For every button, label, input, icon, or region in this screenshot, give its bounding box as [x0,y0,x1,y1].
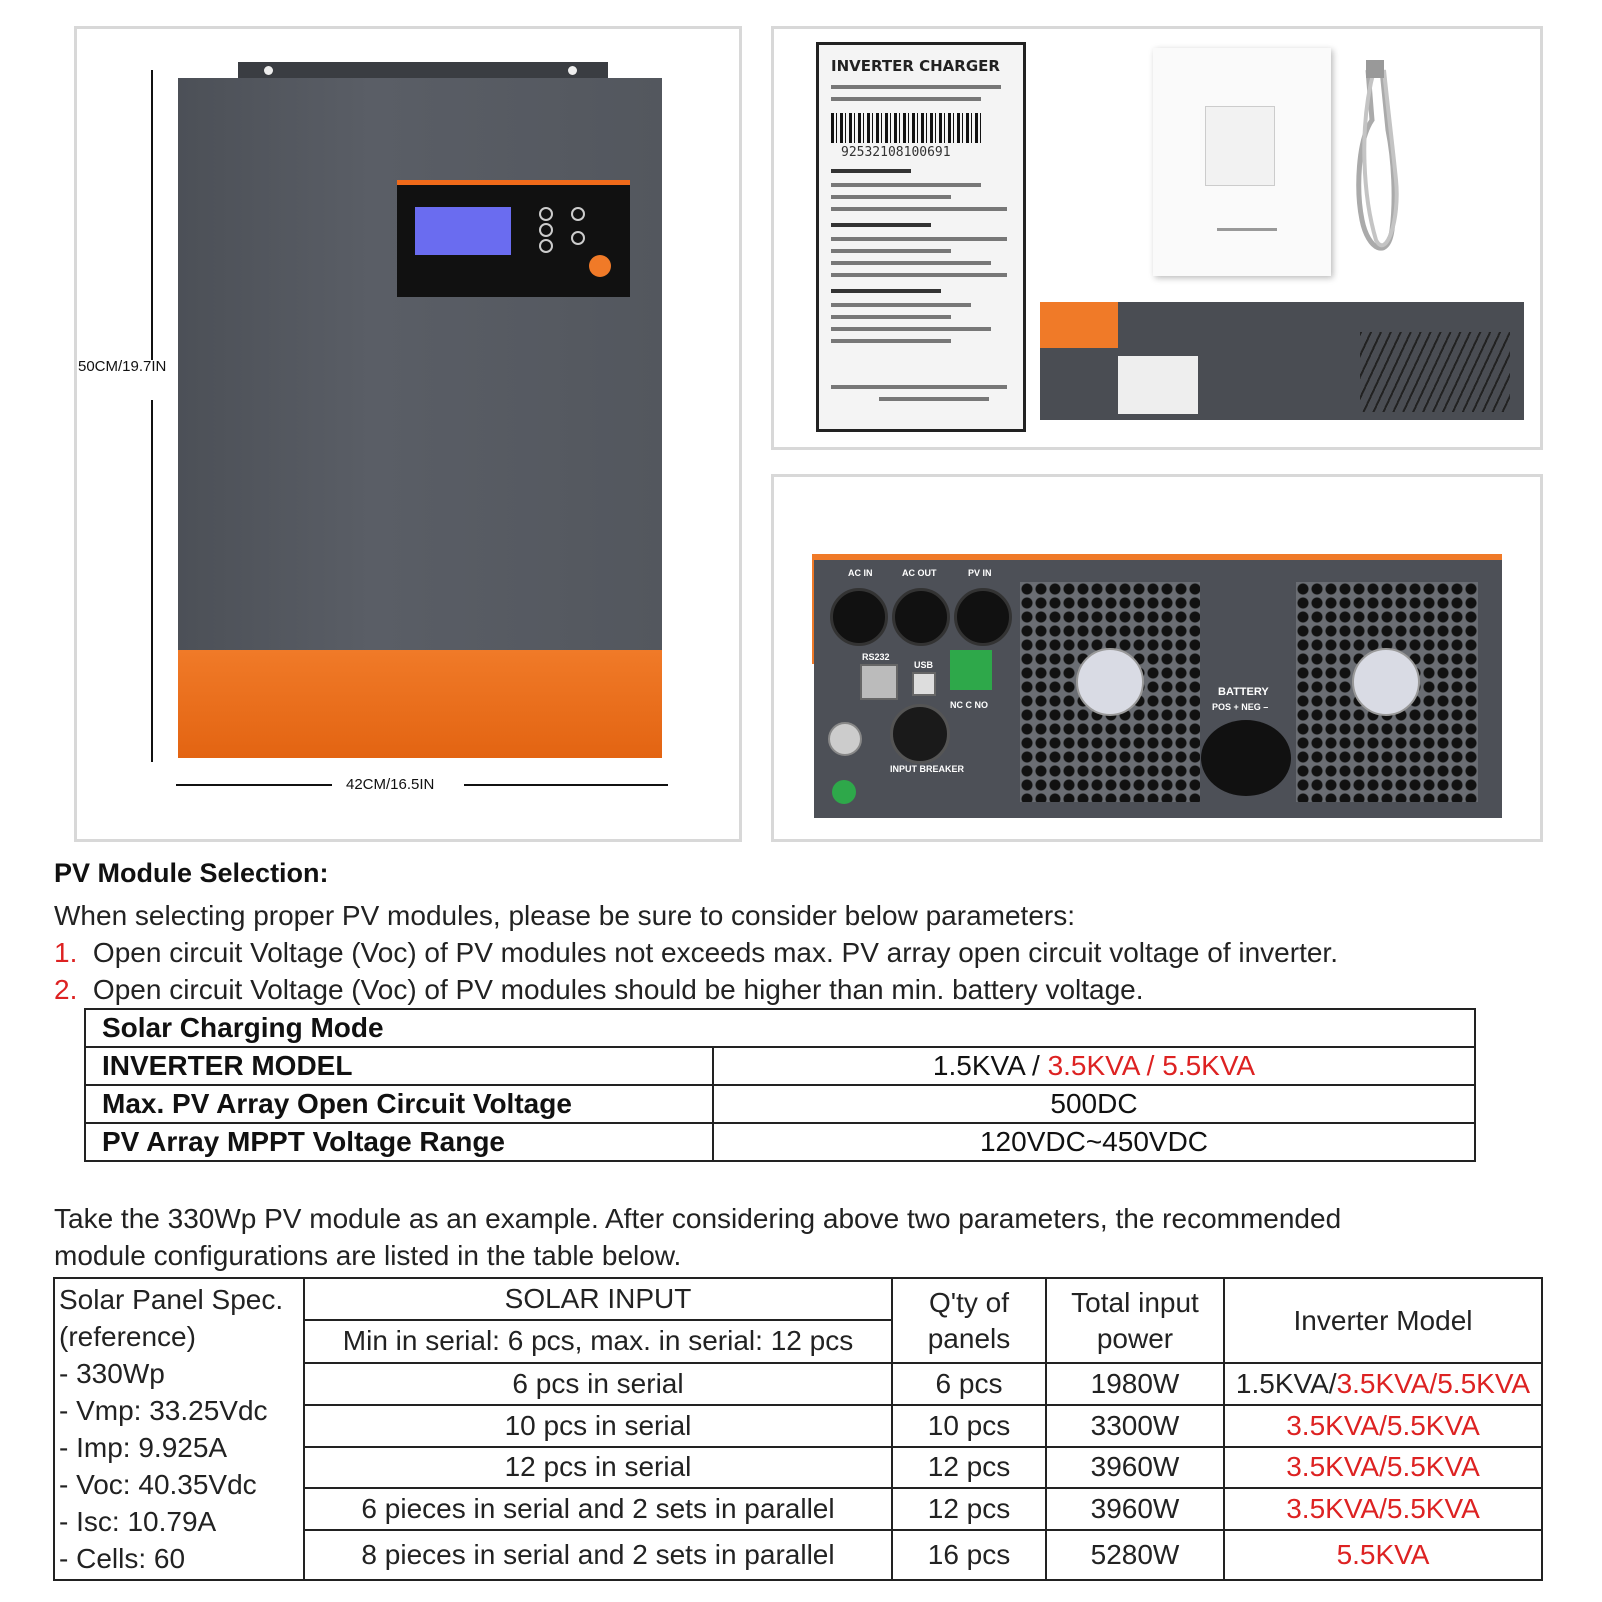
fan-icon [1352,648,1420,716]
table-row: INVERTER MODEL 1.5KVA / 3.5KVA / 5.5KVA [84,1046,1476,1086]
table-row: Max. PV Array Open Circuit Voltage 500DC [84,1084,1476,1124]
row-value: 120VDC~450VDC [712,1122,1476,1162]
pv-section-heading: PV Module Selection: [54,858,329,888]
button-icon [539,207,553,221]
power-header: Total input power [1045,1276,1225,1365]
rs232-label: RS232 [862,652,890,662]
table-row: 6 pieces in serial and 2 sets in paralle… [54,1487,1543,1531]
height-dimension-line [151,70,153,360]
button-icon [539,223,553,237]
width-label: 42CM/16.5IN [346,776,435,793]
side-vents [1360,332,1510,412]
spec-label-card: INVERTER CHARGER 92532108100691 [816,42,1026,432]
button-icon [571,231,585,245]
mounting-bracket [238,62,608,80]
height-dimension-line [151,400,153,762]
example-text-line1: Take the 330Wp PV module as an example. … [54,1203,1342,1234]
nc-c-no-label: NC C NO [950,700,988,710]
barcode-number: 92532108100691 [841,145,951,160]
point-number: 2. [54,974,78,1005]
module-configuration-table: Solar Panel Spec. (reference) - 330Wp - … [53,1276,1543,1582]
input-breaker-label: INPUT BREAKER [890,764,965,774]
spec-label-title: INVERTER CHARGER [831,57,1000,75]
battery-label: BATTERY [1218,686,1269,698]
pv-point-2: 2. Open circuit Voltage (Voc) of PV modu… [54,974,1144,1006]
button-icon [571,207,585,221]
control-panel [397,180,630,297]
inverter-orange-base [178,650,662,758]
point-number: 1. [54,937,78,968]
row-value: 1.5KVA / 3.5KVA / 5.5KVA [712,1046,1476,1086]
example-text-line2: module configurations are listed in the … [54,1240,682,1271]
usb-cable-icon [1356,60,1399,251]
solar-input-subheader: Min in serial: 6 pcs, max. in serial: 12… [303,1318,893,1365]
table-title: Solar Charging Mode [84,1008,1476,1048]
row-key: Max. PV Array Open Circuit Voltage [84,1084,714,1124]
battery-polarity-label: POS + NEG – [1212,702,1269,712]
user-manual [1153,48,1331,276]
dry-contact-terminal-icon [950,650,992,690]
inverter-body [178,78,662,650]
width-dimension-line [464,784,668,786]
side-label-sticker [1118,356,1198,414]
lcd-screen [415,207,511,255]
usb-label: USB [914,660,934,670]
ac-out-label: AC OUT [902,568,937,578]
row-key: PV Array MPPT Voltage Range [84,1122,714,1162]
qty-header: Q'ty of panels [891,1276,1047,1365]
ac-out-port-icon [892,588,950,646]
status-indicator-icon [832,780,856,804]
row-value: 500DC [712,1084,1476,1124]
ac-in-label: AC IN [848,568,873,578]
table-row: 12 pcs in serial 12 pcs 3960W 3.5KVA/5.5… [54,1445,1543,1490]
side-orange-panel [1040,302,1118,348]
barcode [831,113,981,143]
pv-intro-text: When selecting proper PV modules, please… [54,900,1075,931]
height-label: 50CM/19.7IN [78,358,167,375]
width-dimension-line [176,784,332,786]
panel-spec-cell: Solar Panel Spec. (reference) - 330Wp - … [53,1277,305,1581]
ac-in-port-icon [830,588,888,646]
table-row: 10 pcs in serial 10 pcs 3300W 3.5KVA/5.5… [54,1403,1543,1448]
table-row: 8 pieces in serial and 2 sets in paralle… [54,1528,1543,1582]
table-row: PV Array MPPT Voltage Range 120VDC~450VD… [84,1122,1476,1162]
pv-in-label: PV IN [968,568,992,578]
rs232-port-icon [860,664,898,700]
power-button-icon [589,255,611,277]
ground-terminal-icon [828,722,862,756]
button-icon [539,239,553,253]
fan-icon [1076,648,1144,716]
model-header: Inverter Model [1223,1276,1543,1365]
usb-port-icon [912,672,936,696]
manual-cover-image [1205,106,1275,186]
battery-port-icon [1201,720,1291,796]
pv-point-1: 1. Open circuit Voltage (Voc) of PV modu… [54,937,1338,969]
table-row: 6 pcs in serial 6 pcs 1980W 1.5KVA/3.5KV… [54,1362,1543,1406]
row-key: INVERTER MODEL [84,1046,714,1086]
pv-in-port-icon [954,588,1012,646]
solar-charging-mode-table: Solar Charging Mode INVERTER MODEL 1.5KV… [84,1008,1476,1162]
input-breaker-icon [890,704,950,764]
solar-input-header: SOLAR INPUT [303,1277,893,1321]
point-text: Open circuit Voltage (Voc) of PV modules… [92,974,1144,1005]
point-text: Open circuit Voltage (Voc) of PV modules… [92,937,1338,968]
